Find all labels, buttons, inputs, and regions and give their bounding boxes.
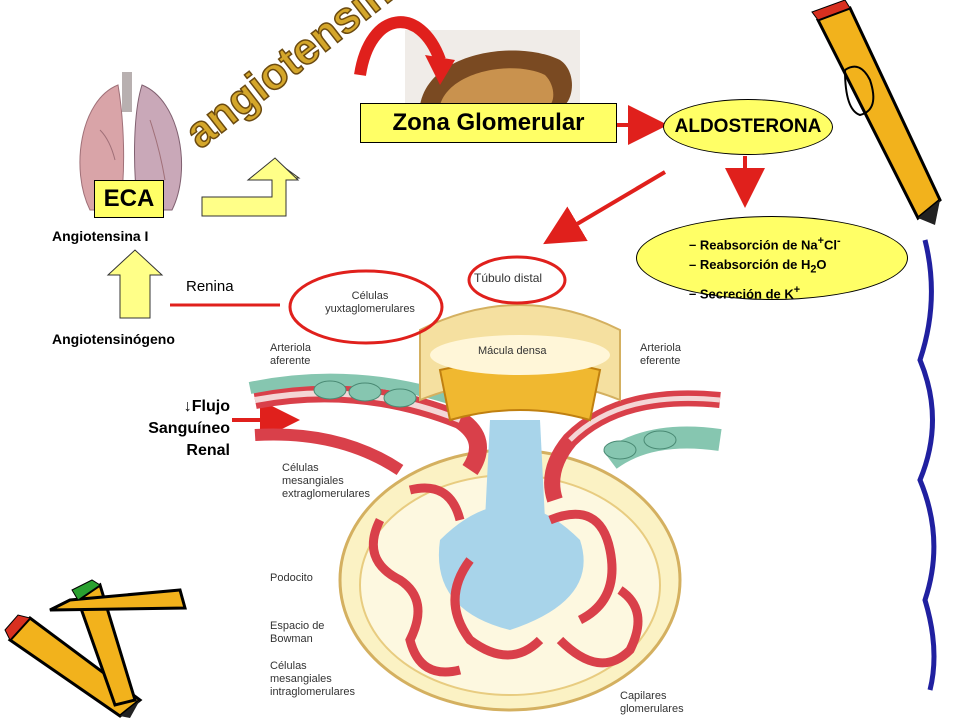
jg-circle	[288, 269, 444, 345]
flujo-line-3: Renal	[186, 442, 230, 459]
flujo-line-2: Sanguíneo	[148, 420, 230, 437]
renina-label: Renina	[186, 278, 234, 295]
aldosterona-ellipse: ALDOSTERONA	[663, 99, 833, 155]
zona-glomerular-label: Zona Glomerular	[392, 109, 585, 136]
macula-densa-label: Mácula densa	[478, 345, 547, 357]
eca-label: ECA	[103, 185, 155, 212]
flujo-line-1: ↓Flujo	[183, 398, 230, 415]
effect-k: Secreción de K+	[689, 280, 841, 304]
adrenal-gland-illustration	[405, 30, 580, 105]
up-arrow	[106, 249, 164, 319]
flujo-sanguineo-label: ↓Flujo Sanguíneo Renal	[130, 396, 230, 462]
curved-arrow	[354, 16, 446, 77]
lungs-illustration	[79, 72, 183, 211]
arrow-to-tubulo	[543, 170, 667, 245]
angiotensinogeno-label: Angiotensinógeno	[52, 331, 175, 347]
effects-list: Reabsorción de Na+Cl- Reabsorción de H2O…	[689, 231, 841, 304]
pencil-clipart-top-right	[811, 0, 942, 691]
tubulo-distal-label: Túbulo distal	[474, 271, 543, 285]
tubulo-circle	[467, 255, 567, 305]
eca-box: ECA	[94, 180, 164, 218]
pencil-clipart-bottom-left	[4, 579, 187, 718]
angiotensina-i-label: Angiotensina I	[52, 228, 149, 244]
aldosterona-label: ALDOSTERONA	[674, 116, 822, 137]
effect-h2o: Reabsorción de H2O	[689, 255, 841, 280]
podocito-label: Podocito	[270, 572, 313, 584]
zona-glomerular-box: Zona Glomerular	[360, 103, 617, 143]
effects-ellipse: Reabsorción de Na+Cl- Reabsorción de H2O…	[636, 216, 908, 301]
effect-na-cl: Reabsorción de Na+Cl-	[689, 231, 841, 255]
juxtaglomerular-diagram	[248, 304, 722, 712]
